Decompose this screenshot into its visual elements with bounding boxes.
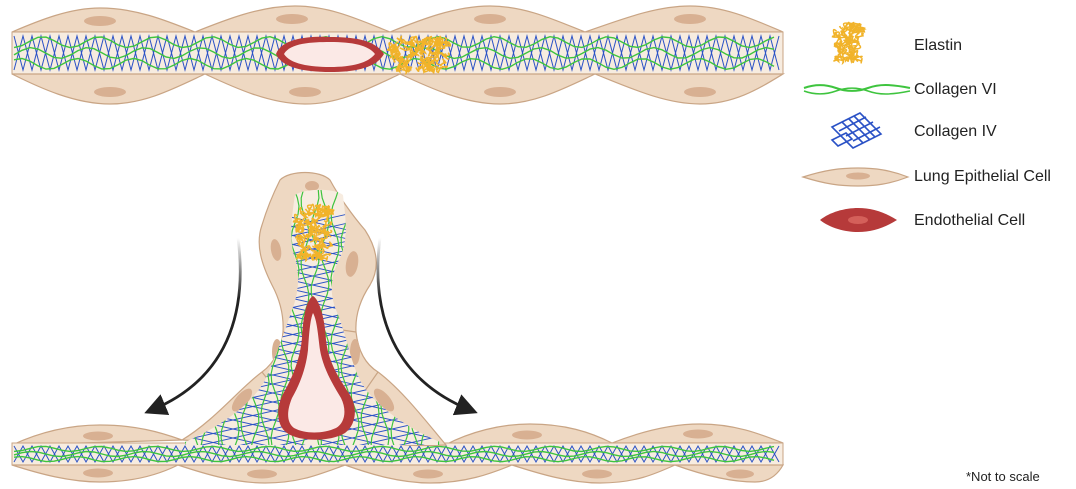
collagen-iv-icon (832, 113, 881, 148)
nucleus (247, 470, 277, 479)
nucleus (276, 14, 308, 24)
top-wall-upper-cells (12, 6, 783, 32)
nucleus (512, 431, 542, 440)
nucleus (94, 87, 126, 97)
nucleus (83, 469, 113, 478)
legend-label-collagen-vi: Collagen VI (914, 82, 997, 98)
top-alveolar-wall (12, 6, 783, 104)
nucleus (582, 470, 612, 479)
nucleus (684, 87, 716, 97)
nucleus (484, 87, 516, 97)
left-curved-arrow (152, 238, 240, 410)
legend (803, 22, 910, 232)
top-wall-lower-cells (12, 74, 783, 104)
capillary-top (276, 37, 384, 72)
septal-tip (180, 173, 446, 489)
legend-label-endothelial: Endothelial Cell (914, 213, 1025, 229)
nucleus (674, 14, 706, 24)
nucleus (305, 181, 319, 191)
nucleus (683, 430, 713, 439)
legend-label-epithelial: Lung Epithelial Cell (914, 169, 1051, 185)
nucleus (83, 432, 113, 441)
scale-note: *Not to scale (966, 470, 1040, 483)
nucleus (726, 470, 754, 479)
endothelial-cell-icon (820, 208, 897, 232)
legend-label-elastin: Elastin (914, 38, 962, 54)
epithelial-cell-icon (803, 168, 908, 186)
nucleus (474, 14, 506, 24)
legend-label-collagen-iv: Collagen IV (914, 124, 997, 140)
elastin-icon (832, 22, 865, 63)
nucleus (413, 470, 443, 479)
bottom-wall-lower-cells (12, 465, 783, 483)
nucleus (84, 16, 116, 26)
nucleus (289, 87, 321, 97)
